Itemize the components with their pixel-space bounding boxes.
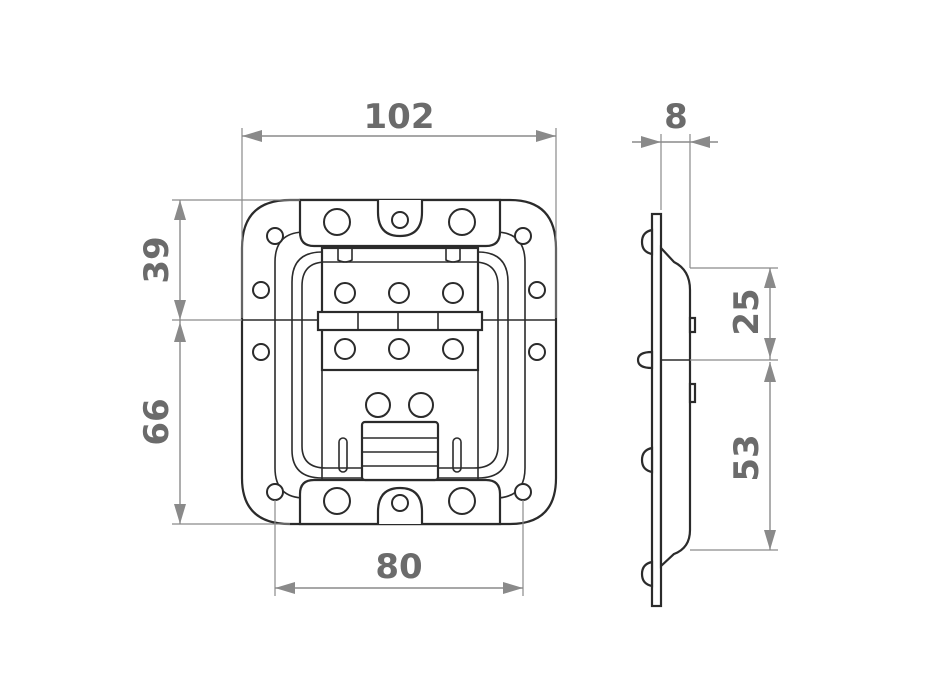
center-hole <box>391 494 409 512</box>
front-dimensions: 102 80 39 66 <box>137 97 557 596</box>
arrowhead <box>174 322 186 342</box>
perimeter-hole <box>514 483 532 501</box>
arrowhead <box>641 136 661 148</box>
slot <box>452 437 462 473</box>
perimeter-hole <box>528 343 546 361</box>
arrowhead <box>764 338 776 358</box>
mount-hole <box>448 487 476 515</box>
arrowhead <box>764 362 776 382</box>
arrowhead <box>764 268 776 288</box>
hinge-tab-right <box>445 248 461 263</box>
rivet <box>408 392 434 418</box>
side-view <box>636 212 697 608</box>
hinge-pin <box>636 350 654 370</box>
arrowhead <box>275 582 295 594</box>
arrowhead <box>174 200 186 220</box>
mount-hole <box>323 487 351 515</box>
side-dimensions: 8 25 53 <box>632 97 778 551</box>
mount-hole <box>323 208 351 236</box>
perimeter-hole <box>266 227 284 245</box>
rivet <box>365 392 391 418</box>
rivet <box>334 282 356 304</box>
side-tab <box>688 316 697 334</box>
side-tab <box>688 382 697 404</box>
handle-loop-inner <box>301 261 499 469</box>
dim-label-102: 102 <box>364 97 435 137</box>
arrowhead <box>503 582 523 594</box>
arrowhead <box>242 130 262 142</box>
rivet <box>388 282 410 304</box>
rivet <box>442 338 464 360</box>
dim-label-80: 80 <box>375 547 422 587</box>
arrowhead <box>174 300 186 320</box>
perimeter-hole <box>252 343 270 361</box>
hinge-tab-left <box>337 248 353 263</box>
dim-label-39: 39 <box>137 236 177 283</box>
side-body-profile <box>659 245 692 569</box>
side-rivet <box>640 228 654 256</box>
mount-hole <box>448 208 476 236</box>
side-plate <box>650 212 663 608</box>
latch-plate <box>321 370 479 480</box>
dim-label-25: 25 <box>727 288 767 335</box>
arrowhead <box>764 530 776 550</box>
dim-label-53: 53 <box>727 434 767 481</box>
slot <box>338 437 348 473</box>
front-view <box>240 198 558 526</box>
side-rivet <box>640 560 654 588</box>
arrowhead <box>174 504 186 524</box>
perimeter-hole <box>528 281 546 299</box>
perimeter-hole <box>514 227 532 245</box>
side-rivet <box>640 446 654 474</box>
arrowhead <box>536 130 556 142</box>
rivet <box>388 338 410 360</box>
rivet <box>442 282 464 304</box>
dim-label-66: 66 <box>137 398 177 445</box>
dim-label-8: 8 <box>664 97 688 137</box>
rivet <box>334 338 356 360</box>
latch-body <box>360 420 440 482</box>
hinge-knuckle <box>316 310 484 332</box>
center-hole <box>391 211 409 229</box>
perimeter-hole <box>266 483 284 501</box>
arrowhead <box>690 136 710 148</box>
perimeter-hole <box>252 281 270 299</box>
